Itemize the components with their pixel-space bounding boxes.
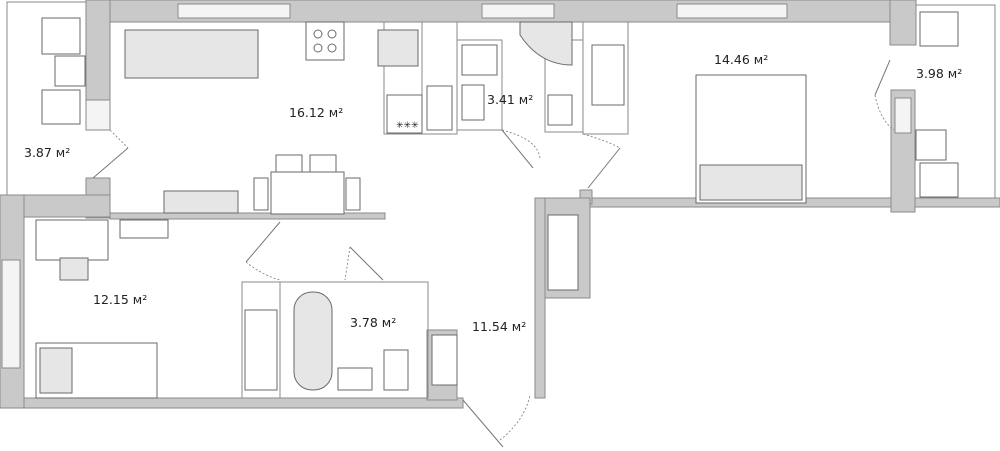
area-balcony-right: 3.98 м² bbox=[916, 66, 962, 81]
radiator bbox=[119, 219, 169, 239]
area-balcony-left: 3.87 м² bbox=[24, 145, 70, 160]
stove bbox=[305, 21, 345, 61]
door-small-bedroom[interactable] bbox=[245, 221, 281, 263]
chair bbox=[345, 177, 361, 211]
svg-text:✳✳✳: ✳✳✳ bbox=[396, 121, 419, 131]
window bbox=[85, 99, 111, 131]
door-bedroom[interactable] bbox=[587, 147, 621, 189]
window bbox=[177, 3, 291, 19]
toilet bbox=[383, 349, 409, 391]
bathtub bbox=[293, 291, 333, 391]
area-bathroom-wc: 3.41 м² bbox=[487, 92, 533, 107]
window bbox=[1, 259, 21, 369]
wardrobe bbox=[547, 214, 579, 291]
area-bedroom: 14.46 м² bbox=[714, 52, 768, 67]
dining-table bbox=[270, 171, 345, 215]
area-bathroom: 3.78 м² bbox=[350, 315, 396, 330]
room-labels: 3.87 м² 16.12 м² 3.41 м² 14.46 м² 3.98 м… bbox=[24, 52, 962, 334]
water-heater bbox=[547, 94, 573, 126]
washing-machine bbox=[426, 85, 453, 131]
balcony-table bbox=[54, 55, 86, 87]
cooktop bbox=[386, 94, 423, 134]
cabinet bbox=[431, 334, 458, 386]
chair bbox=[275, 154, 303, 173]
balcony-chair bbox=[919, 162, 959, 198]
tv-stand bbox=[163, 190, 239, 214]
area-hallway: 11.54 м² bbox=[472, 319, 526, 334]
door-balcony-right[interactable] bbox=[874, 59, 891, 96]
wardrobe bbox=[591, 44, 625, 106]
balcony-table bbox=[915, 129, 947, 161]
toilet bbox=[461, 44, 498, 76]
window bbox=[676, 3, 788, 19]
bathroom-sink bbox=[337, 367, 373, 391]
desk bbox=[35, 219, 109, 261]
door-bathroom[interactable] bbox=[349, 246, 384, 281]
office-chair bbox=[59, 257, 89, 281]
chair bbox=[253, 177, 269, 211]
door-balcony-left[interactable] bbox=[92, 147, 129, 179]
doors bbox=[92, 59, 895, 448]
chair bbox=[309, 154, 337, 173]
door-wc[interactable] bbox=[501, 129, 534, 169]
sink bbox=[461, 84, 485, 121]
wardrobe bbox=[244, 309, 278, 391]
balcony-chair bbox=[41, 17, 81, 55]
area-kitchen-living: 16.12 м² bbox=[289, 105, 343, 120]
area-bedroom-small: 12.15 м² bbox=[93, 292, 147, 307]
window bbox=[481, 3, 555, 19]
furniture: ✳✳✳ bbox=[35, 11, 959, 399]
kitchen-sink bbox=[377, 29, 419, 67]
window bbox=[894, 97, 912, 134]
balcony-chair bbox=[919, 11, 959, 47]
balcony-chair bbox=[41, 89, 81, 125]
entrance-door[interactable] bbox=[462, 399, 504, 448]
shower bbox=[519, 21, 573, 66]
sofa bbox=[124, 29, 259, 79]
